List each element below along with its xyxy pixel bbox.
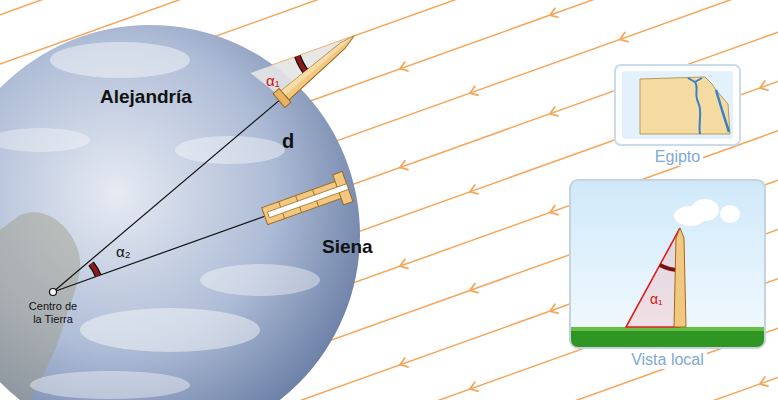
ray-arrowhead — [400, 259, 409, 269]
obelisk — [273, 29, 360, 107]
angle-label: α₁ — [650, 291, 663, 307]
ray-arrowhead — [760, 81, 769, 91]
angle-arc — [91, 264, 98, 276]
icon-frame — [615, 65, 740, 145]
earth-center-dot — [50, 289, 57, 296]
well-shaft — [267, 184, 348, 218]
ray-arrowhead — [470, 283, 479, 293]
cloud — [200, 264, 320, 296]
well — [259, 171, 353, 231]
ray-arrowhead — [550, 8, 559, 18]
cloud — [80, 308, 260, 352]
sea — [622, 71, 733, 139]
cloud — [691, 199, 719, 221]
obelisk-base — [273, 89, 291, 108]
ray-arrowhead — [400, 160, 409, 170]
radius-line — [53, 101, 279, 292]
shadow-triangle — [626, 228, 680, 327]
map-caption: Egipto — [652, 148, 703, 166]
city-label: Alejandría — [100, 86, 192, 108]
angle-label: α₁ — [266, 72, 280, 89]
ray-arrowhead — [400, 61, 409, 71]
map-icon-panel: Egipto — [615, 65, 740, 173]
ray-arrowhead — [620, 32, 629, 42]
local-view-panel: α₁ Vista local — [570, 180, 765, 376]
obelisk — [674, 228, 686, 327]
radius-line — [53, 216, 265, 292]
nile-river — [688, 78, 702, 134]
ray-arrowhead — [550, 205, 559, 215]
red-sea — [716, 90, 729, 132]
egypt-land — [640, 77, 730, 134]
local-view — [570, 180, 765, 348]
ray-arrowhead — [400, 357, 409, 367]
ray-arrowhead — [760, 377, 769, 387]
egypt-icon — [615, 65, 740, 145]
ray-arrowhead — [470, 86, 479, 96]
cloud — [175, 136, 285, 164]
angle-label: α₂ — [116, 243, 131, 260]
earth — [0, 25, 360, 400]
distance-label: d — [282, 130, 294, 153]
ray-arrowhead — [550, 106, 559, 116]
cloud — [30, 371, 190, 399]
sky — [570, 180, 765, 348]
panel-caption: Vista local — [628, 351, 707, 369]
obelisk-shaft — [281, 32, 358, 100]
earth-disk — [0, 25, 360, 400]
panel-frame — [570, 180, 765, 348]
cloud — [0, 128, 90, 152]
ground — [570, 327, 765, 348]
shadow-triangle — [626, 228, 680, 327]
center-label: Centro de la Tierra — [24, 300, 82, 325]
ray-arrowhead — [550, 304, 559, 314]
angle-arc — [91, 264, 98, 276]
cloud — [50, 42, 190, 78]
ray-arrowhead — [470, 382, 479, 392]
cloud — [720, 205, 740, 223]
city-label: Siena — [322, 236, 373, 258]
obelisk-highlight — [281, 32, 354, 96]
ray-arrowhead — [470, 184, 479, 194]
sun-ray — [0, 0, 778, 15]
